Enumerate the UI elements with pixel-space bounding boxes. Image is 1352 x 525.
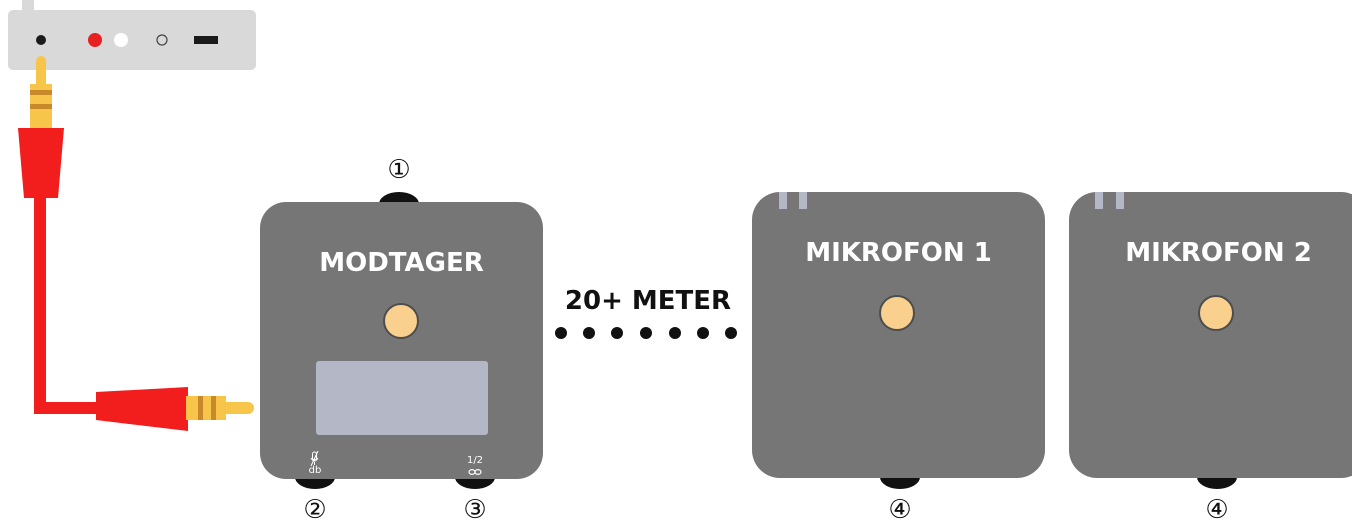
receiver-label: MODTAGER: [319, 248, 484, 278]
audio-cable: [18, 56, 254, 431]
headphone-jack-icon: [36, 35, 46, 45]
white-jack-icon: [114, 33, 128, 47]
receiver-device: [260, 192, 543, 489]
receiver-db-label: db: [308, 465, 322, 476]
mic-icon: [310, 450, 319, 467]
receiver-button-icon: [383, 303, 419, 339]
mic2-label: MIKROFON 2: [1125, 238, 1312, 268]
link-icon: [468, 469, 482, 476]
marker-3: ③: [463, 495, 487, 525]
red-jack-icon: [88, 33, 102, 47]
marker-1: ①: [387, 155, 411, 185]
host-device: [8, 0, 256, 70]
slot-icon: [194, 36, 218, 44]
ring-jack-icon: [156, 34, 168, 46]
mic2-button-icon: [1198, 295, 1234, 331]
mic1-button-icon: [879, 295, 915, 331]
mic1-label: MIKROFON 1: [805, 238, 992, 268]
marker-4-mic2: ④: [1205, 495, 1229, 525]
marker-4-mic1: ④: [888, 495, 912, 525]
receiver-channel-label: 1/2: [466, 455, 484, 466]
mic1-device: [752, 192, 1045, 489]
mic2-device: [1069, 192, 1352, 489]
marker-2: ②: [303, 495, 327, 525]
distance-dots: [555, 327, 737, 339]
distance-label: 20+ METER: [564, 286, 732, 316]
receiver-display: [316, 361, 488, 435]
